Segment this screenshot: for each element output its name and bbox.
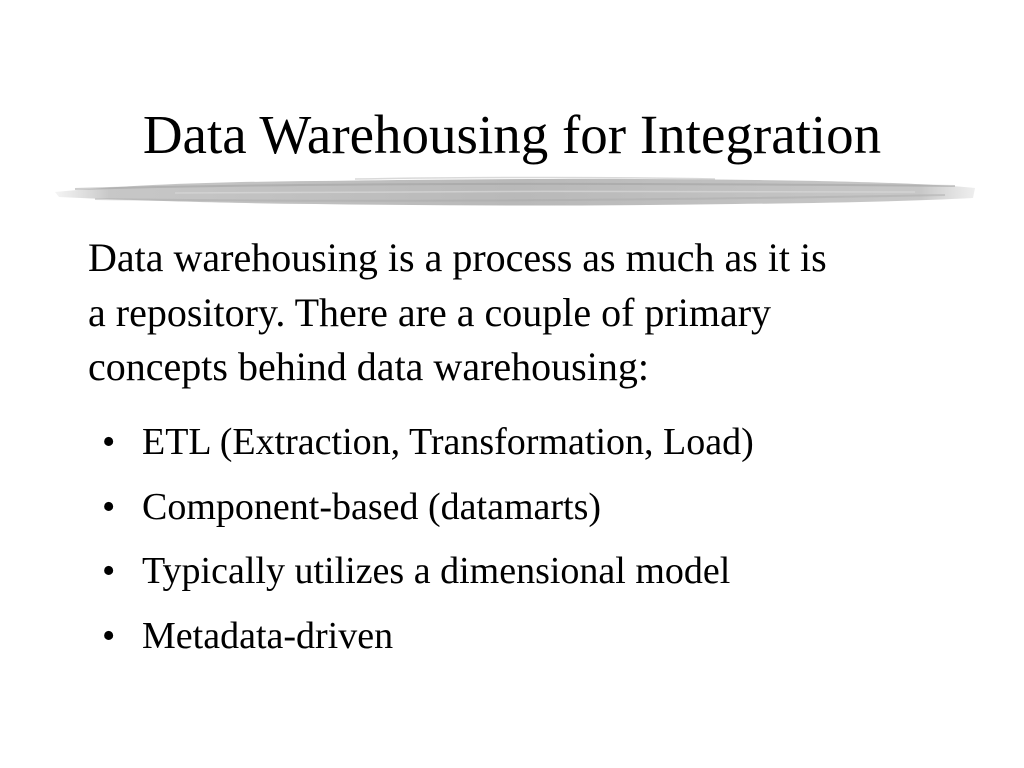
bullet-item-etl: • ETL (Extraction, Transformation, Load) <box>100 410 980 475</box>
bullet-item-metadata-driven: • Metadata-driven <box>100 604 980 669</box>
paragraph-line: Data warehousing is a process as much as… <box>88 235 827 280</box>
bullet-text: Typically utilizes a dimensional model <box>142 550 731 592</box>
bullet-text: ETL (Extraction, Transformation, Load) <box>142 421 754 463</box>
bullet-icon: • <box>102 614 116 657</box>
brush-stroke-divider <box>55 176 975 206</box>
bullet-text: Component-based (datamarts) <box>142 485 602 528</box>
bullet-item-component-based: • Component-based (datamarts) <box>100 475 980 540</box>
bullet-icon: • <box>102 421 116 463</box>
bullet-text: Metadata-driven <box>142 614 394 657</box>
bullet-icon: • <box>102 550 116 592</box>
intro-paragraph: Data warehousing is a process as much as… <box>88 231 968 395</box>
bullet-icon: • <box>102 485 116 528</box>
paragraph-line: concepts behind data warehousing: <box>88 344 649 389</box>
slide-title: Data Warehousing for Integration <box>142 104 882 165</box>
paragraph-line: a repository. There are a couple of prim… <box>88 289 772 335</box>
bullet-list: • ETL (Extraction, Transformation, Load)… <box>100 410 980 668</box>
bullet-item-dimensional-model: • Typically utilizes a dimensional model <box>100 539 980 604</box>
